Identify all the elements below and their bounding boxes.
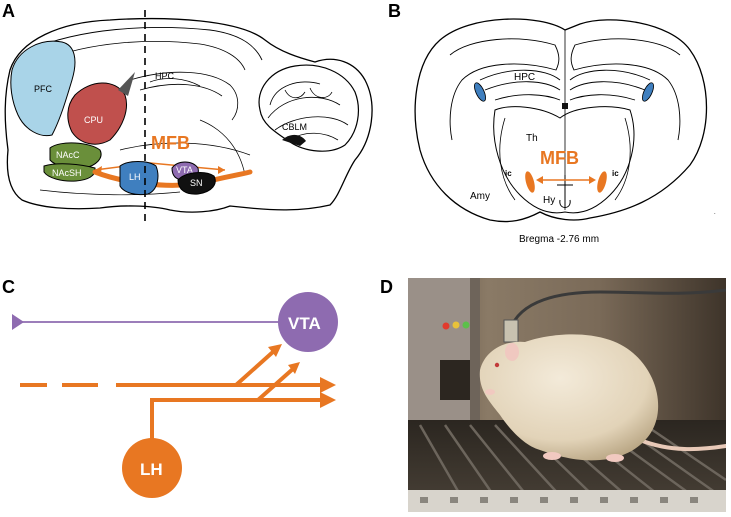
label-ic-left: ic [505, 169, 512, 178]
label-th: Th [526, 133, 538, 144]
svg-text:.: . [714, 210, 716, 216]
label-nacsh: NAcSH [52, 168, 82, 178]
label-amy: Amy [470, 191, 490, 202]
panel-c: C VTA LH [2, 277, 338, 498]
panel-d-letter: D [380, 277, 393, 297]
label-nacc: NAcC [56, 150, 80, 160]
label-pfc: PFC [34, 84, 53, 94]
coronal-brain-outline [414, 18, 708, 223]
lh-region [119, 161, 159, 196]
panel-b-letter: B [388, 1, 401, 21]
label-vta-c: VTA [288, 314, 321, 333]
label-lh-c: LH [140, 460, 163, 479]
panel-c-letter: C [2, 277, 15, 297]
bregma-caption: Bregma -2.76 mm [519, 234, 599, 245]
label-lh-a: LH [129, 172, 141, 182]
panel-b: B HPC Th ic ic Amy Hy MFB Bregma -2.76 m [388, 1, 708, 245]
label-hpc-b: HPC [514, 72, 535, 83]
vta-axon-terminal [12, 314, 24, 330]
label-cblm: CBLM [282, 122, 307, 132]
sn-region [177, 172, 216, 195]
cerebellum [258, 64, 359, 152]
vta-neuron [278, 292, 338, 352]
panel-a: A PFC cc CPU HPC CBLM NAcC [2, 1, 373, 225]
pfc-region [10, 40, 76, 137]
panel-d: D [380, 277, 726, 512]
label-ic-right: ic [612, 169, 619, 178]
cpu-region [67, 82, 127, 145]
operant-chamber-photo [408, 278, 726, 512]
rat [479, 334, 659, 461]
label-mfb-b: MFB [540, 148, 579, 168]
mfb-right-spot [597, 171, 607, 193]
mfb-left-spot [525, 171, 535, 193]
nacsh-region [43, 163, 96, 182]
label-hy: Hy [543, 195, 555, 206]
mfb-fibers [20, 344, 336, 450]
label-sn: SN [190, 178, 203, 188]
rat-tail [638, 438, 726, 452]
cue-light-green [462, 321, 470, 329]
cue-light-yellow [452, 321, 460, 329]
sagittal-brain-outline [4, 17, 373, 213]
panel-a-letter: A [2, 1, 15, 21]
label-vta-a: VTA [176, 165, 193, 175]
lh-neuron [122, 438, 182, 498]
label-cpu: CPU [84, 115, 103, 125]
label-mfb-a: MFB [151, 133, 190, 153]
label-hpc-a: HPC [155, 71, 175, 81]
cue-light-red [442, 322, 450, 330]
